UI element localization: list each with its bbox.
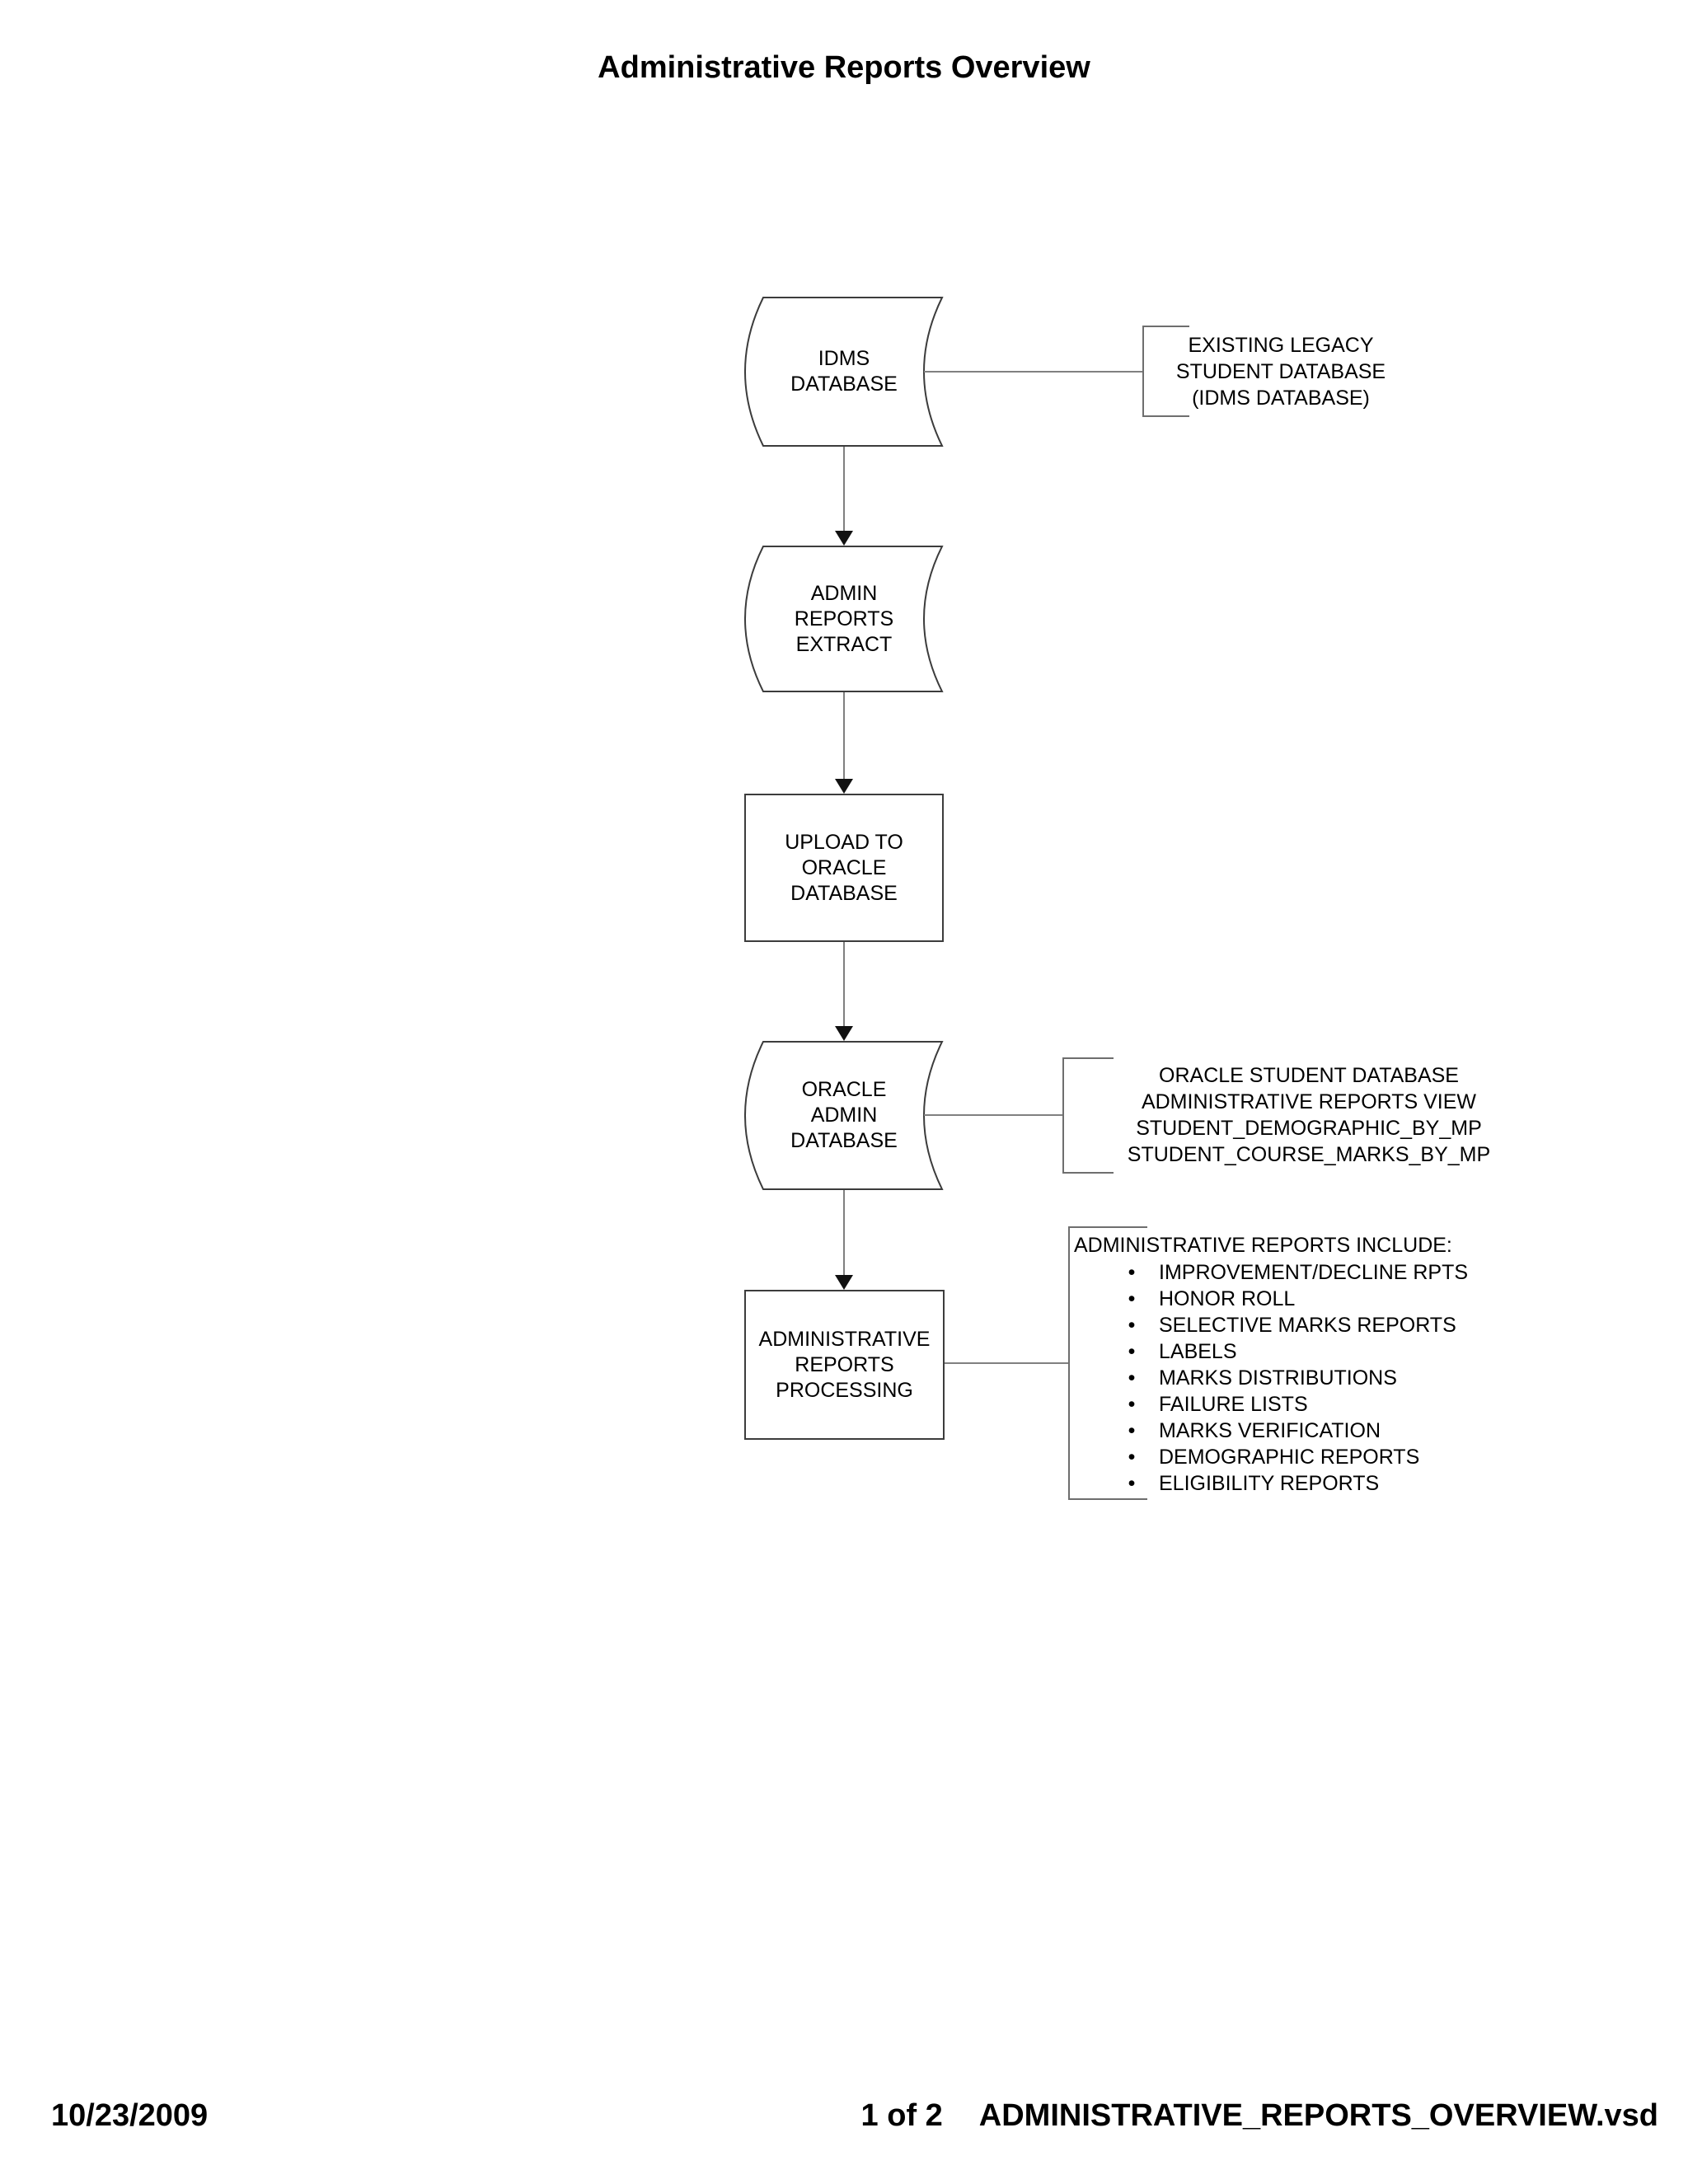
annotation-header: ADMINISTRATIVE REPORTS INCLUDE: xyxy=(1074,1234,1452,1257)
list-item: • IMPROVEMENT/DECLINE RPTS xyxy=(1070,1259,1468,1286)
stored-data-shape-icon xyxy=(744,297,944,447)
node-label: ADMINISTRATIVE REPORTS PROCESSING xyxy=(758,1327,931,1402)
node-label: UPLOAD TO ORACLE DATABASE xyxy=(785,830,903,905)
footer-date: 10/23/2009 xyxy=(51,2098,209,2133)
connector-oracle-admin-to-processing xyxy=(843,1190,845,1276)
bullet-icon: • xyxy=(1128,1313,1136,1337)
page-title: Administrative Reports Overview xyxy=(598,50,1090,85)
node-idms-database: IDMS DATABASE xyxy=(744,297,944,447)
list-item-label: LABELS xyxy=(1159,1339,1237,1363)
list-item: • FAILURE LISTS xyxy=(1070,1391,1468,1418)
connector-processing-to-annotation xyxy=(945,1362,1068,1364)
node-label: ORACLE ADMIN DATABASE xyxy=(790,1078,898,1152)
list-item-label: SELECTIVE MARKS REPORTS xyxy=(1159,1313,1456,1337)
arrow-down-icon xyxy=(835,1026,853,1041)
connector-idms-to-annotation xyxy=(924,371,1142,373)
footer-page-number: 1 of 2 xyxy=(860,2098,943,2133)
list-item-label: ELIGIBILITY REPORTS xyxy=(1159,1471,1380,1495)
annotation-text: EXISTING LEGACY STUDENT DATABASE (IDMS D… xyxy=(1175,334,1386,410)
list-item: • HONOR ROLL xyxy=(1070,1286,1468,1312)
annotation-bracket-existing-legacy: EXISTING LEGACY STUDENT DATABASE (IDMS D… xyxy=(1142,326,1416,417)
footer-right: 1 of 2 ADMINISTRATIVE_REPORTS_OVERVIEW.v… xyxy=(861,2097,1658,2134)
annotation-text: ORACLE STUDENT DATABASE ADMINISTRATIVE R… xyxy=(1127,1064,1491,1166)
list-item-label: FAILURE LISTS xyxy=(1159,1392,1308,1416)
bullet-icon: • xyxy=(1128,1366,1136,1390)
arrow-down-icon xyxy=(835,531,853,546)
list-item-label: IMPROVEMENT/DECLINE RPTS xyxy=(1159,1260,1469,1284)
annotation-bracket-oracle-views: ORACLE STUDENT DATABASE ADMINISTRATIVE R… xyxy=(1062,1057,1550,1174)
list-item: • ELIGIBILITY REPORTS xyxy=(1070,1470,1468,1497)
connector-extract-to-upload xyxy=(843,692,845,780)
node-label: ADMIN REPORTS EXTRACT xyxy=(794,581,894,656)
connector-idms-to-extract xyxy=(843,447,845,532)
list-item: • DEMOGRAPHIC REPORTS xyxy=(1070,1444,1468,1470)
node-admin-reports-extract: ADMIN REPORTS EXTRACT xyxy=(744,546,944,692)
arrow-down-icon xyxy=(835,779,853,794)
stored-data-shape-icon xyxy=(744,546,944,692)
annotation-bracket-reports-include: ADMINISTRATIVE REPORTS INCLUDE: • IMPROV… xyxy=(1068,1226,1531,1500)
node-label: IDMS DATABASE xyxy=(790,347,898,396)
reports-list: • IMPROVEMENT/DECLINE RPTS • HONOR ROLL … xyxy=(1070,1259,1468,1497)
bullet-icon: • xyxy=(1128,1392,1136,1416)
list-item-label: MARKS VERIFICATION xyxy=(1159,1418,1381,1442)
bullet-icon: • xyxy=(1128,1260,1136,1284)
node-administrative-reports-processing: ADMINISTRATIVE REPORTS PROCESSING xyxy=(744,1290,945,1440)
list-item-label: DEMOGRAPHIC REPORTS xyxy=(1159,1445,1420,1469)
arrow-down-icon xyxy=(835,1275,853,1290)
list-item-label: MARKS DISTRIBUTIONS xyxy=(1159,1366,1397,1390)
list-item-label: HONOR ROLL xyxy=(1159,1286,1296,1310)
footer-filename: ADMINISTRATIVE_REPORTS_OVERVIEW.vsd xyxy=(978,2098,1658,2133)
bullet-icon: • xyxy=(1128,1339,1136,1363)
list-item: • SELECTIVE MARKS REPORTS xyxy=(1070,1312,1468,1338)
list-item: • MARKS DISTRIBUTIONS xyxy=(1070,1365,1468,1391)
bullet-icon: • xyxy=(1128,1445,1136,1469)
node-oracle-admin-database: ORACLE ADMIN DATABASE xyxy=(744,1041,944,1190)
bullet-icon: • xyxy=(1128,1286,1136,1310)
node-upload-to-oracle-database: UPLOAD TO ORACLE DATABASE xyxy=(744,794,944,942)
list-item: • MARKS VERIFICATION xyxy=(1070,1418,1468,1444)
connector-upload-to-oracle-admin xyxy=(843,942,845,1027)
connector-oracle-admin-to-annotation xyxy=(924,1114,1062,1116)
bullet-icon: • xyxy=(1128,1418,1136,1442)
list-item: • LABELS xyxy=(1070,1338,1468,1365)
stored-data-shape-icon xyxy=(744,1041,944,1190)
bullet-icon: • xyxy=(1128,1471,1136,1495)
